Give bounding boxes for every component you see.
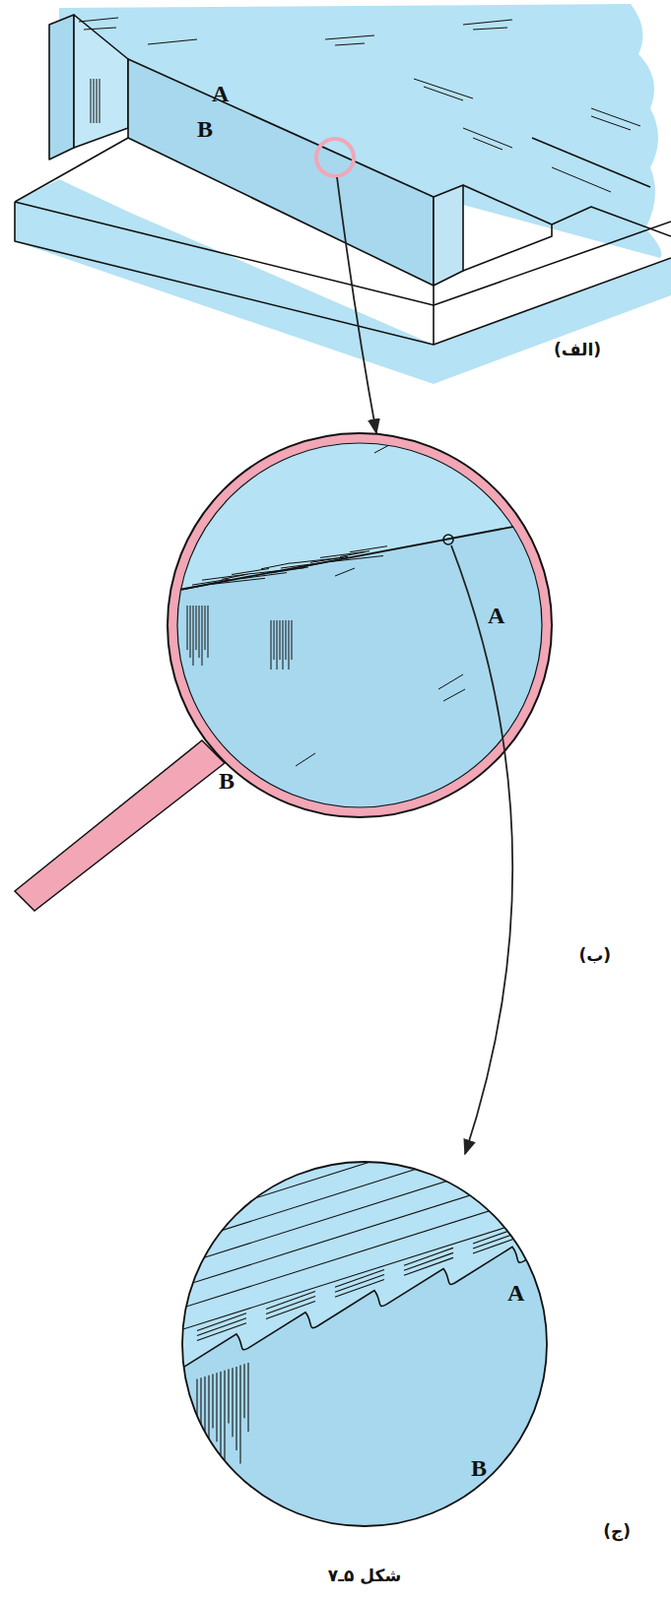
workpiece [14, 3, 671, 385]
surface-letter: A [487, 603, 505, 630]
figure-caption: شکل ۵ـ۷ [328, 1566, 402, 1587]
part-label: (ج) [603, 1522, 631, 1543]
surface-letter: B [470, 1456, 487, 1483]
surface-letter: B [218, 768, 235, 796]
part-label: (الف) [553, 339, 602, 360]
part-label: (ب) [578, 945, 611, 966]
arrow [336, 177, 377, 434]
inspection-ring [316, 138, 354, 177]
surface-letter: B [197, 116, 213, 143]
magnifier [14, 433, 592, 912]
surface-letter: A [211, 80, 229, 108]
edge-detail [147, 1049, 592, 1600]
surface-letter: A [507, 1280, 525, 1308]
arrow [451, 545, 513, 1155]
